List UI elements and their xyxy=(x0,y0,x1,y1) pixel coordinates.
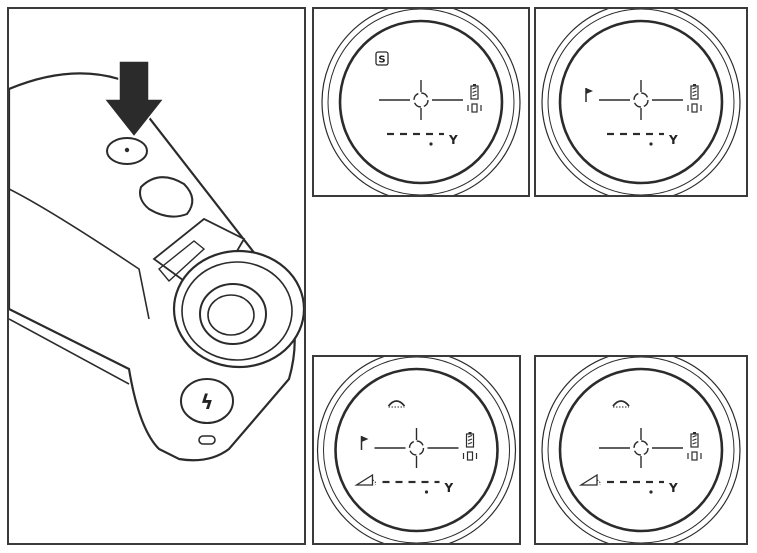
decimal-dot xyxy=(649,142,653,146)
lens-middle-ring xyxy=(181,261,293,361)
decimal-dot xyxy=(649,490,653,494)
vibration-icon xyxy=(687,103,702,113)
reticle-circle xyxy=(413,92,429,108)
slope-arc-icon xyxy=(612,400,630,408)
battery-bar xyxy=(472,86,477,90)
middle-rim xyxy=(323,357,510,543)
middle-rim xyxy=(327,9,515,195)
vibration-icon xyxy=(462,451,478,461)
viewfinder-display: Y xyxy=(541,9,741,195)
housing-slot xyxy=(158,240,206,283)
battery-bar xyxy=(472,93,477,97)
battery-tip xyxy=(693,432,696,434)
battery-tip xyxy=(693,84,696,86)
device-illustration-panel: ϟ xyxy=(7,7,306,545)
outer-rim xyxy=(541,357,741,543)
mode-badge-frame xyxy=(375,51,389,66)
middle-rim xyxy=(547,357,735,543)
lens-outer-ring xyxy=(172,249,304,369)
lens-inner-ring xyxy=(199,283,267,345)
battery-bar xyxy=(692,434,697,438)
unit-label: Y xyxy=(448,133,458,147)
strap-slot xyxy=(198,435,216,445)
body-lower-edge xyxy=(9,318,130,385)
flag-icon xyxy=(360,436,369,450)
reticle-circle xyxy=(633,92,649,108)
slope-triangle-icon xyxy=(354,473,377,486)
battery-tip xyxy=(473,84,476,86)
decimal-dot xyxy=(429,142,433,146)
unit-label: Y xyxy=(668,481,678,495)
view-circle xyxy=(558,19,724,185)
outer-rim xyxy=(316,357,517,543)
rangefinder-device: ϟ xyxy=(9,60,304,462)
battery-bar xyxy=(692,438,697,442)
press-arrow-icon xyxy=(102,60,166,139)
view-circle xyxy=(558,367,724,533)
reticle-circle xyxy=(408,440,425,456)
view-circle xyxy=(334,367,499,533)
middle-rim xyxy=(547,9,735,195)
vibration-icon xyxy=(687,451,702,461)
lightning-button xyxy=(180,378,234,424)
battery-bar xyxy=(467,434,473,438)
flag-icon xyxy=(585,88,593,102)
battery-bar xyxy=(467,438,473,442)
mode-badge-icon: S xyxy=(378,55,385,66)
outer-rim xyxy=(541,9,741,195)
body-edge-line xyxy=(9,188,150,320)
viewfinder-panel-3: Y xyxy=(312,355,521,545)
battery-bar xyxy=(692,86,697,90)
battery-tip xyxy=(468,432,472,434)
unit-label: Y xyxy=(444,481,454,495)
lens-glass xyxy=(207,294,255,336)
vibration-icon xyxy=(467,103,482,113)
viewfinder-panel-4: Y xyxy=(534,355,748,545)
reticle-circle xyxy=(633,440,649,456)
unit-label: Y xyxy=(668,133,678,147)
viewfinder-panel-2: Y xyxy=(534,7,748,197)
viewfinder-display: YS xyxy=(321,9,521,195)
battery-bar xyxy=(472,90,477,94)
viewfinder-display: Y xyxy=(541,357,741,543)
battery-bar xyxy=(467,441,473,445)
battery-bar xyxy=(692,90,697,94)
mode-button xyxy=(139,176,194,218)
outer-rim xyxy=(321,9,521,195)
battery-bar xyxy=(692,93,697,97)
slope-triangle-icon xyxy=(578,473,601,486)
button-dot xyxy=(124,147,130,153)
viewfinder-display: Y xyxy=(316,357,517,543)
lightning-icon: ϟ xyxy=(200,390,213,414)
decimal-dot xyxy=(424,490,429,494)
battery-bar xyxy=(692,441,697,445)
view-circle xyxy=(338,19,504,185)
slope-arc-icon xyxy=(387,400,406,408)
